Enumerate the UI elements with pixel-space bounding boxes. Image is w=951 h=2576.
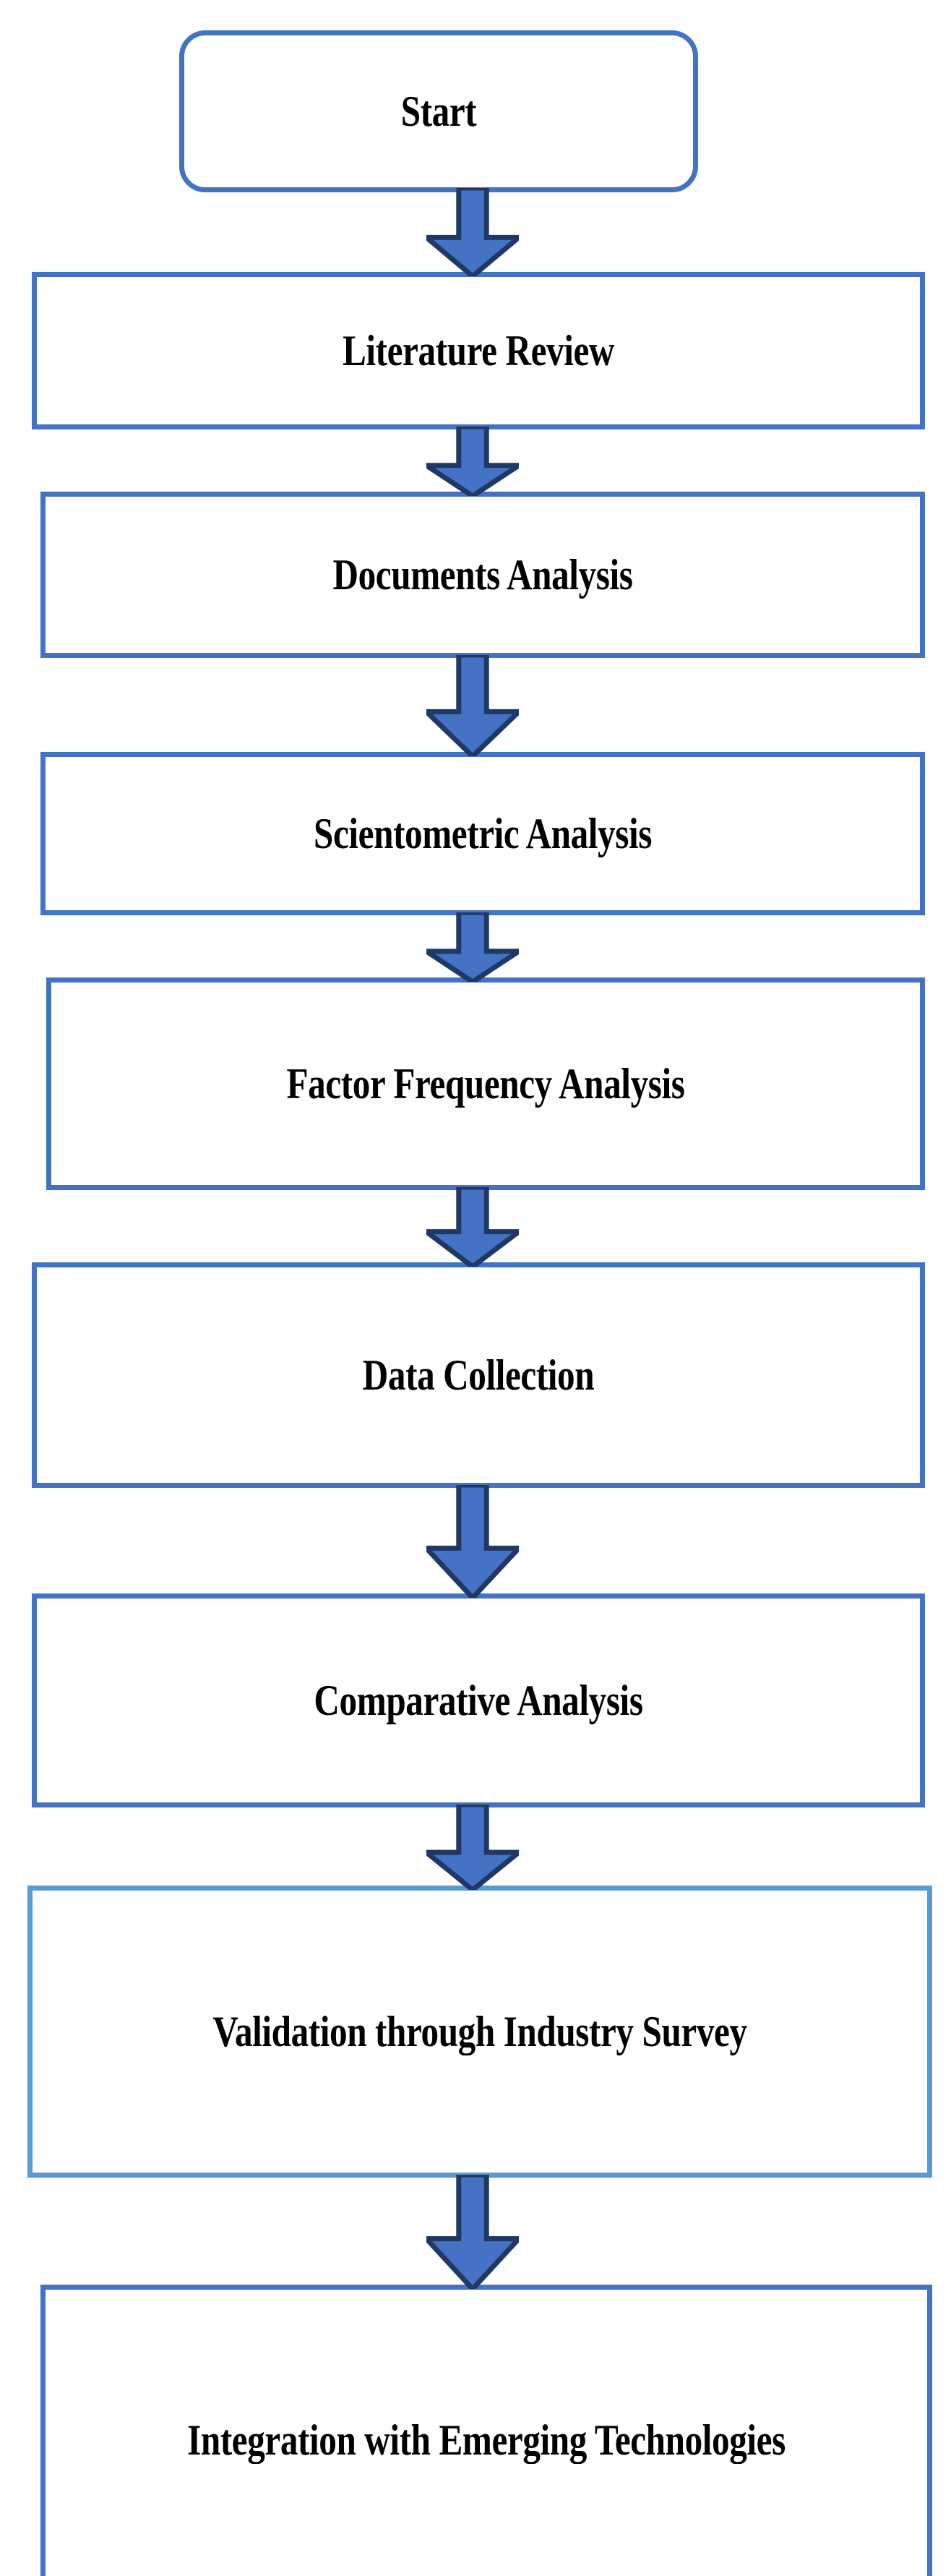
flow-node-integration-emerging-technologies[interactable]: Integration with Emerging Technologies xyxy=(40,2285,932,2576)
down-arrow-icon xyxy=(426,1805,519,1890)
down-arrow-icon xyxy=(426,1485,519,1598)
flow-node-label: Scientometric Analysis xyxy=(314,809,652,857)
flow-node-comparative-analysis[interactable]: Comparative Analysis xyxy=(32,1593,925,1807)
down-arrow-icon xyxy=(426,427,519,496)
flow-node-documents-analysis[interactable]: Documents Analysis xyxy=(40,492,925,658)
down-arrow-icon xyxy=(426,912,519,982)
flow-node-scientometric-analysis[interactable]: Scientometric Analysis xyxy=(40,752,925,915)
flow-node-label: Validation through Industry Survey xyxy=(212,2007,747,2055)
flow-node-label: Integration with Emerging Technologies xyxy=(187,2415,786,2464)
down-arrow-icon xyxy=(426,655,519,756)
flow-node-factor-frequency-analysis[interactable]: Factor Frequency Analysis xyxy=(46,977,925,1190)
flow-node-label: Literature Review xyxy=(342,326,615,375)
flow-node-label: Factor Frequency Analysis xyxy=(286,1059,685,1108)
down-arrow-icon xyxy=(426,1187,519,1267)
flow-node-label: Documents Analysis xyxy=(332,550,633,599)
flow-node-data-collection[interactable]: Data Collection xyxy=(32,1262,925,1488)
flow-node-label: Data Collection xyxy=(362,1351,595,1399)
down-arrow-icon xyxy=(426,188,519,276)
flow-node-validation-industry-survey[interactable]: Validation through Industry Survey xyxy=(27,1886,932,2178)
down-arrow-icon xyxy=(426,2175,519,2289)
flow-node-label: Start xyxy=(400,87,477,135)
flow-node-label: Comparative Analysis xyxy=(314,1676,643,1724)
flow-node-literature-review[interactable]: Literature Review xyxy=(32,272,925,429)
flow-node-start[interactable]: Start xyxy=(179,30,698,192)
